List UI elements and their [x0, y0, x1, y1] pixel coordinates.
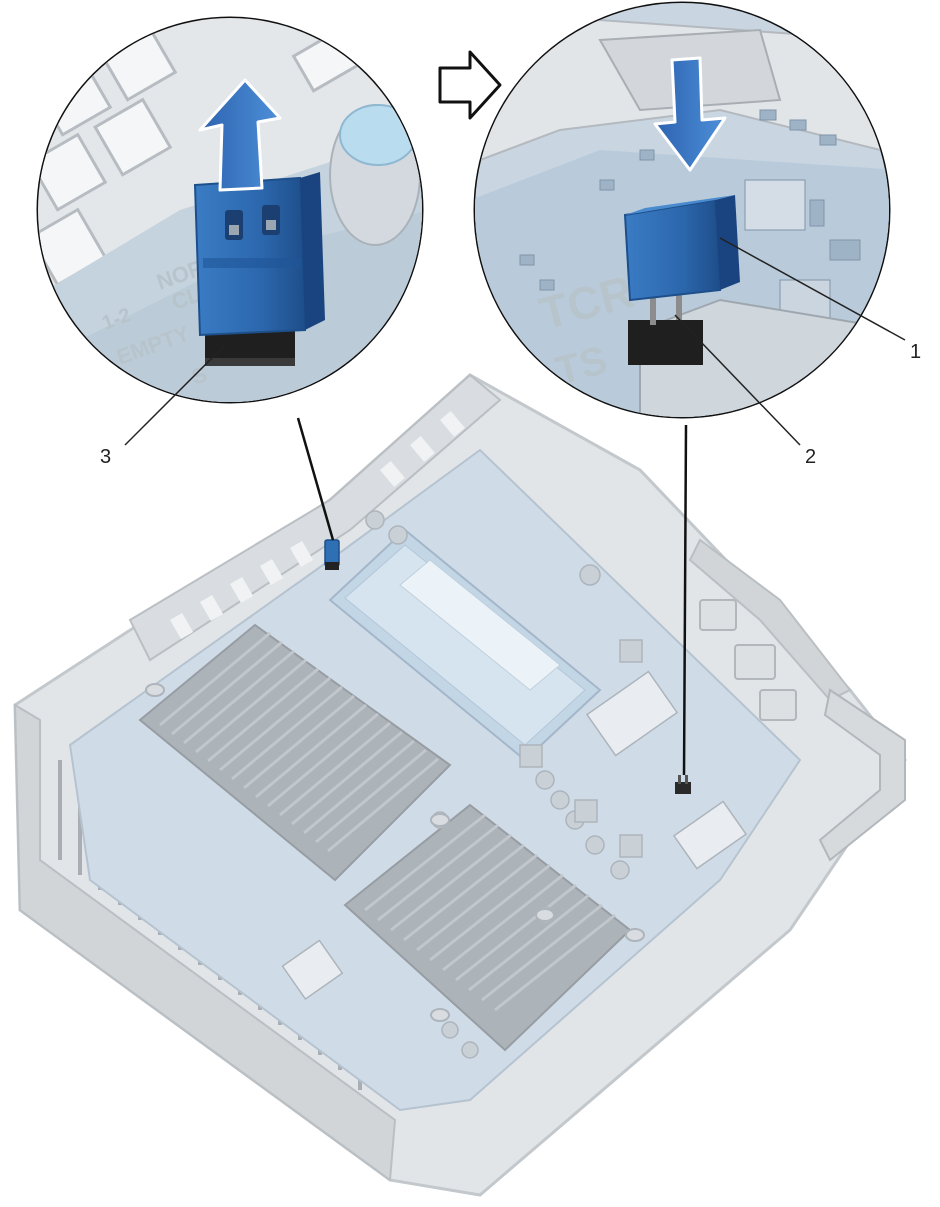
board-jumper-location-right	[675, 775, 691, 794]
zoom-circle-after: TCR TS	[473, 1, 891, 419]
memory-module	[328, 528, 602, 762]
computer-chassis	[13, 373, 907, 1197]
leader-line-right	[682, 424, 688, 776]
callout-line-2	[674, 314, 801, 446]
zoom-right-pin-header	[628, 280, 703, 365]
heatsink-left	[138, 623, 452, 882]
arrow-up-icon	[198, 78, 282, 192]
chassis-right-wall	[688, 538, 852, 702]
callout-line-1	[719, 237, 906, 341]
board-jumper-location-left	[324, 539, 340, 570]
zoom-right-jumper	[623, 195, 740, 302]
board-components	[281, 510, 748, 1059]
chassis-left-wall	[13, 703, 397, 1182]
callout-1: 1	[910, 341, 921, 363]
callout-3: 3	[100, 446, 111, 468]
heatsink-right	[343, 803, 632, 1052]
callout-line-3	[124, 344, 226, 446]
arrow-right-icon	[438, 50, 502, 120]
side-bracket	[818, 688, 906, 862]
zoom-left-capacitor	[329, 104, 421, 246]
chassis-back-wall	[128, 373, 502, 662]
standoffs	[145, 683, 645, 1022]
io-ports	[699, 599, 797, 721]
zoom-circle-before: NORM 1-2 EMPTY CL S	[36, 16, 424, 404]
callout-2: 2	[805, 446, 816, 468]
leader-line-left	[296, 417, 335, 541]
arrow-down-icon	[653, 56, 727, 172]
back-wall-grid	[169, 411, 465, 640]
zoom-left-jumper	[193, 172, 325, 337]
